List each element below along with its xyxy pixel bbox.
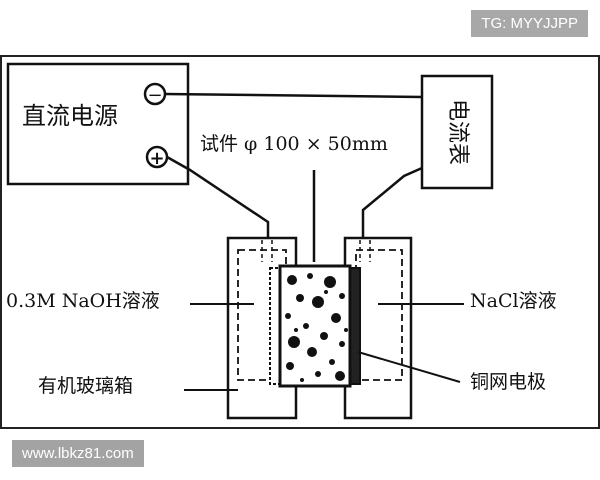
wire-negative-to-ammeter: [164, 92, 423, 99]
left-electrode-lead: [261, 240, 273, 262]
naoh-solution-label: 0.3M NaOH溶液: [6, 290, 160, 312]
electrode-pointer-line: [357, 351, 461, 383]
wire-ammeter-to-right-electrode: [361, 166, 423, 262]
aggregate-pattern: [285, 273, 348, 382]
dc-power-label: 直流电源: [22, 102, 118, 130]
copper-electrode-label: 铜网电极: [470, 371, 546, 393]
ammeter-box: [420, 74, 494, 190]
watermark-bottom: www.lbkz81.com: [12, 440, 144, 467]
nacl-solution-label: NaCl溶液: [470, 290, 557, 312]
negative-terminal-sign: −: [147, 85, 162, 106]
positive-terminal-sign: +: [149, 148, 164, 169]
right-electrode-lead: [359, 240, 371, 262]
figure-frame: [0, 55, 600, 429]
specimen-label: 试件 φ 100 × 50mm: [200, 133, 388, 155]
acrylic-box-label: 有机玻璃箱: [38, 375, 133, 397]
ammeter-label: 电流表: [445, 99, 470, 165]
watermark-top: TG: MYYJJPP: [471, 10, 588, 37]
